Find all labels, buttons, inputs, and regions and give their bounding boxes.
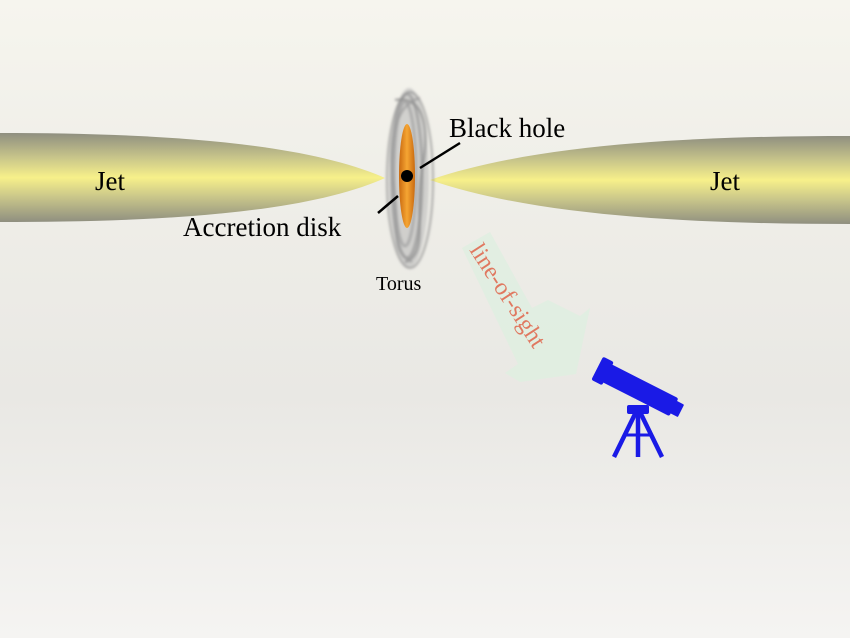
line-of-sight-arrow [462, 232, 590, 382]
accretion-disk-pointer [377, 195, 399, 214]
telescope-icon [592, 357, 684, 458]
black-hole-pointer [419, 141, 461, 170]
black-hole-label: Black hole [449, 113, 565, 143]
black-hole [401, 170, 413, 182]
jet-right-label: Jet [710, 166, 740, 196]
jet-left-label: Jet [95, 166, 125, 196]
jet-right [430, 136, 850, 224]
jet-left [0, 133, 385, 222]
accretion-disk-label: Accretion disk [183, 212, 342, 242]
torus-label: Torus [376, 273, 421, 295]
